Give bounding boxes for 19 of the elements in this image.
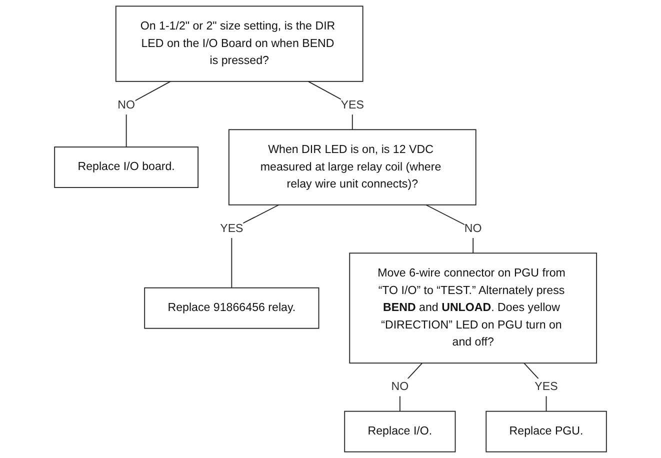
edge-label: YES <box>220 222 244 235</box>
edge-label: YES <box>340 98 364 112</box>
node-box: Move 6-wire connector on PGU from “TO I/O” to “TEST.” Alternately press BEND and UNLOAD. Does yellow “DIRECTION” LED on PGU turn on and off? <box>349 252 598 364</box>
edge-label: NO <box>391 380 409 394</box>
node-box: Replace I/O. <box>344 410 456 452</box>
connector <box>399 362 423 412</box>
edge-label: NO <box>118 98 135 112</box>
node-box: Replace 91866456 relay. <box>144 287 320 329</box>
node-box: When DIR LED is on, is 12 VDC measured at large relay coil (where relay wire unit connects)? <box>228 129 476 206</box>
connector <box>425 204 474 254</box>
edge-label: YES <box>534 380 558 394</box>
node-box: Replace I/O board. <box>54 146 199 188</box>
edge-label: NO <box>464 222 482 235</box>
node-box: On 1-1/2" or 2" size setting, is the DIR LED on the I/O Board on when BEND is pressed? <box>115 6 364 82</box>
connector <box>126 80 171 148</box>
connector <box>231 204 280 288</box>
connector <box>308 80 353 130</box>
connector <box>524 362 547 412</box>
node-box: Replace PGU. <box>486 410 607 452</box>
